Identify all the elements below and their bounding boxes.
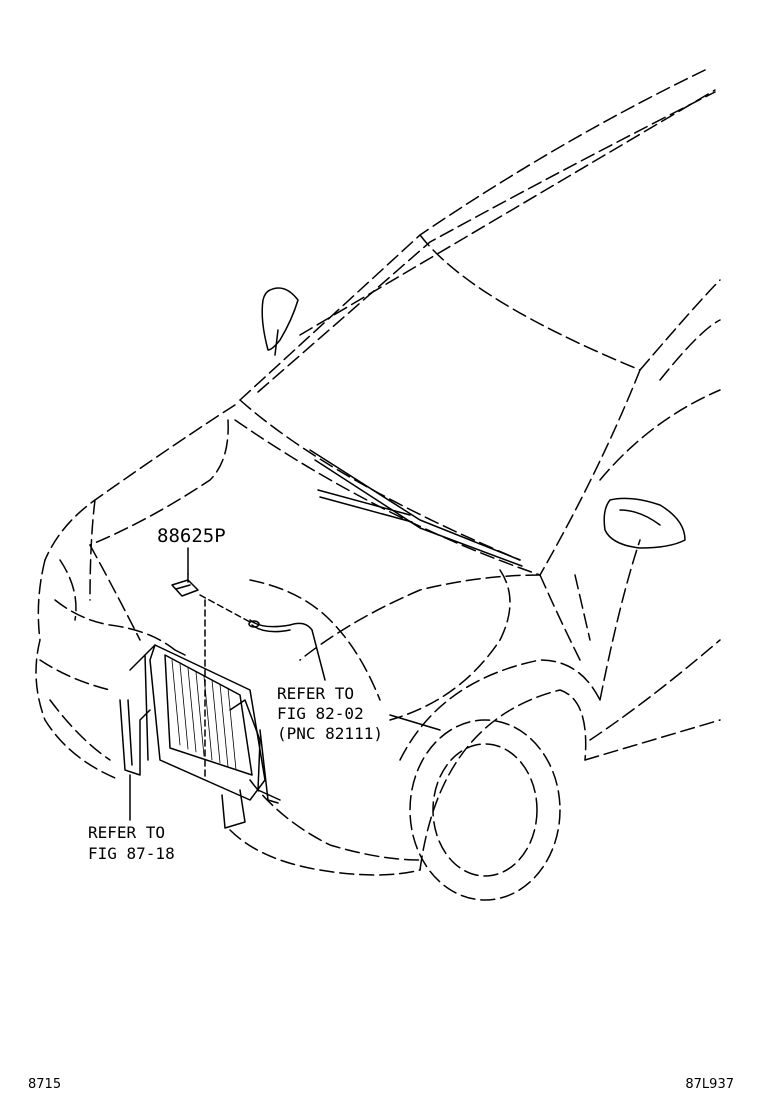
footer-page-code: 8715 [28, 1077, 62, 1092]
wiper-arm [309, 449, 523, 567]
dashed-leader-lines [199, 594, 251, 781]
footer-illustration-code: 87L937 [685, 1077, 734, 1092]
figure-reference-left: FIG 87-18 [88, 844, 175, 863]
hood-outline [44, 404, 541, 721]
refer-to-label-left: REFER TO [88, 823, 166, 842]
windshield-outline [234, 279, 721, 576]
leader-lines [129, 547, 441, 821]
roof-outline [239, 69, 716, 401]
part-number-label: 88625P [157, 525, 226, 547]
radiator-support-assembly [119, 644, 281, 829]
front-wheel-outline [399, 539, 721, 901]
radiator-core-lines [171, 659, 237, 771]
figure-reference-right: FIG 82-02 [277, 704, 364, 723]
front-bumper-outline [35, 544, 421, 876]
side-mirror-left [261, 287, 299, 356]
refer-to-label-right: REFER TO [277, 684, 355, 703]
pnc-reference-right: (PNC 82111) [277, 724, 383, 743]
sensor-part-88625P [171, 573, 199, 597]
side-mirror-right [603, 497, 686, 549]
connector-harness [248, 619, 313, 633]
